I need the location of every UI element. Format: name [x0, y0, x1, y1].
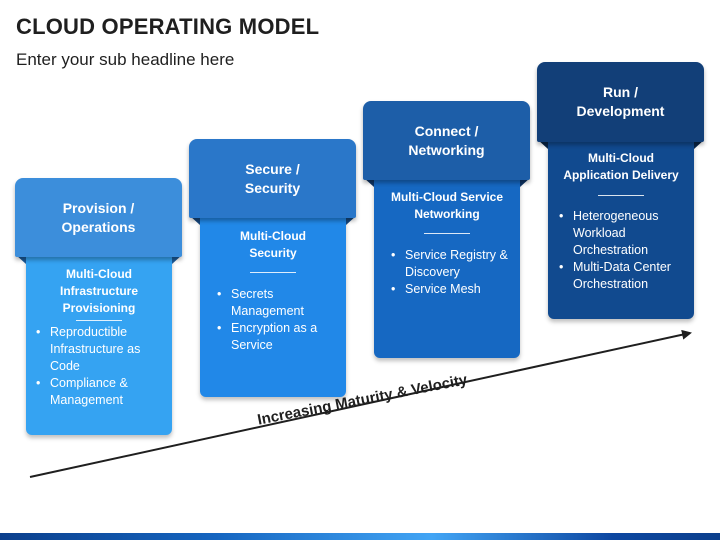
step-subtitle: Multi-Cloud Application Delivery — [563, 151, 679, 182]
step-fold — [694, 140, 704, 149]
list-item: Service Mesh — [389, 281, 517, 298]
footer-bar — [0, 533, 720, 540]
step-divider — [250, 272, 296, 273]
step-fold — [538, 140, 548, 149]
step-bullet-list: Secrets Management Encryption as a Servi… — [215, 286, 343, 354]
page-title: CLOUD OPERATING MODEL — [16, 14, 320, 39]
step-divider — [76, 320, 122, 321]
step-divider — [598, 195, 644, 196]
step-header-label: Connect / Networking — [408, 122, 485, 158]
step-header-label: Secure / Security — [244, 160, 301, 196]
list-item: Encryption as a Service — [215, 320, 343, 354]
list-item: Multi-Data Center Orchestration — [557, 259, 691, 293]
step-divider — [424, 233, 470, 234]
step-header: Secure / Security — [189, 139, 356, 218]
list-item: Compliance & Management — [34, 375, 164, 409]
page-subtitle: Enter your sub headline here — [16, 50, 235, 69]
list-item: Reproductible Infrastructure as Code — [34, 324, 164, 375]
step-bullet-list: Heterogeneous Workload Orchestration Mul… — [557, 208, 691, 293]
step-bullet-list: Reproductible Infrastructure as Code Com… — [34, 324, 164, 409]
step-subtitle: Multi-Cloud Security — [240, 229, 306, 260]
step-fold — [364, 178, 374, 187]
step-fold — [520, 178, 530, 187]
step-header: Provision / Operations — [15, 178, 182, 257]
list-item: Heterogeneous Workload Orchestration — [557, 208, 691, 259]
step-fold — [190, 216, 200, 225]
step-fold — [16, 255, 26, 264]
step-header: Connect / Networking — [363, 101, 530, 180]
step-fold — [172, 255, 182, 264]
step-subtitle: Multi-Cloud Service Networking — [390, 190, 503, 221]
step-header-label: Provision / Operations — [61, 199, 136, 235]
list-item: Secrets Management — [215, 286, 343, 320]
step-header: Run / Development — [537, 62, 704, 142]
step-header-label: Run / Development — [576, 84, 665, 119]
step-bullet-list: Service Registry & Discovery Service Mes… — [389, 247, 517, 298]
step-fold — [346, 216, 356, 225]
list-item: Service Registry & Discovery — [389, 247, 517, 281]
step-subtitle: Multi-Cloud Infrastructure Provisioning — [59, 267, 139, 315]
